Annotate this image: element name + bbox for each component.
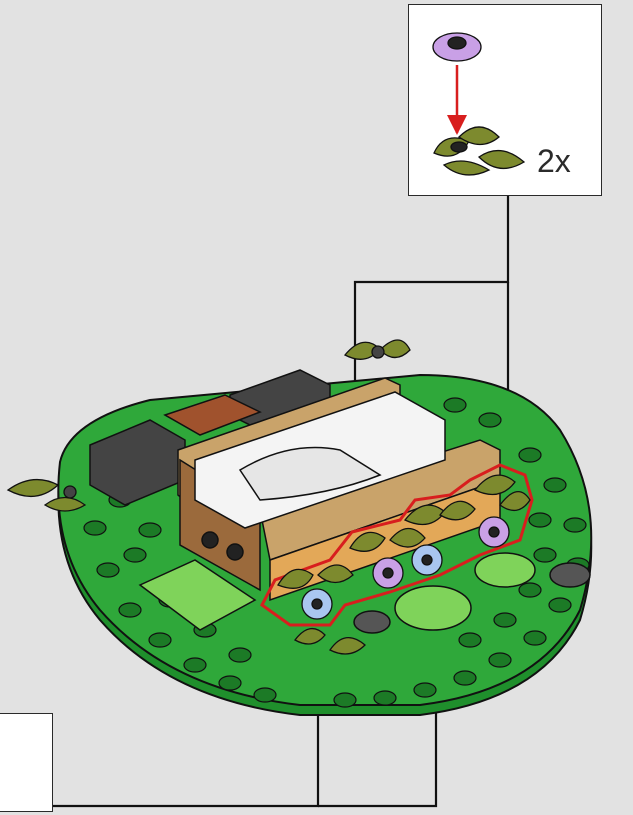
- purple-flower-part: [433, 33, 481, 61]
- grey-round-tile-2: [354, 611, 390, 633]
- olive-leaf-part: [434, 127, 524, 175]
- callout-illustration: [409, 5, 603, 197]
- quantity-label: 2x: [537, 143, 571, 180]
- sub-step-callout: 2x: [408, 4, 602, 196]
- grey-round-tile: [550, 563, 590, 587]
- light-green-round-tile: [395, 586, 471, 630]
- light-green-round-tile-2: [475, 553, 535, 587]
- second-callout-box: [0, 713, 53, 812]
